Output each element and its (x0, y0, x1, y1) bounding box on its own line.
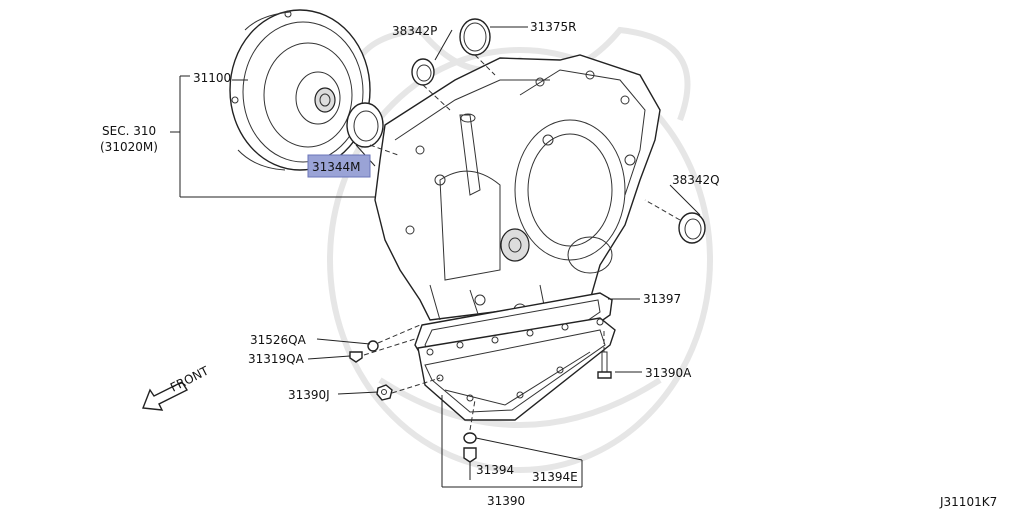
label-31390a: 31390A (645, 366, 692, 380)
transaxle-case (374, 54, 661, 321)
label-31394e: 31394E (532, 470, 578, 484)
o-ring-31375r (459, 18, 491, 56)
leader-lines (170, 26, 701, 488)
label-38342q: 38342Q (672, 173, 720, 187)
front-arrow-icon (142, 381, 189, 411)
torque-converter (229, 9, 371, 171)
drain-washer-31394e (463, 432, 477, 444)
label-31375r: 31375R (530, 20, 577, 34)
plug-38342p (411, 58, 435, 86)
oil-pan (417, 317, 616, 421)
label-31319qa: 31319QA (248, 352, 305, 366)
label-38342p: 38342P (392, 24, 437, 38)
drain-plug-31394 (463, 447, 477, 463)
label-sec-310: SEC. 310 (102, 124, 156, 138)
installation-lines (363, 54, 681, 431)
washer-31526qa (367, 340, 379, 352)
label-31100: 31100 (193, 71, 231, 85)
label-31390j: 31390J (288, 388, 330, 402)
label-31394: 31394 (476, 463, 514, 477)
label-31390: 31390 (487, 494, 525, 508)
figure-code: J31101K7 (939, 495, 997, 509)
label-31526qa: 31526QA (250, 333, 307, 347)
label-31344m[interactable]: 31344M (312, 160, 361, 174)
oil-seal-31344m (346, 102, 384, 148)
bolt-31390a (597, 351, 612, 379)
label-31397: 31397 (643, 292, 681, 306)
plug-38342q (678, 212, 706, 244)
label-front: FRONT (168, 363, 211, 394)
nut-31390j (376, 384, 393, 401)
plug-31319qa (349, 351, 363, 363)
highlight-box (307, 154, 371, 178)
label-sec-310-sub: (31020M) (100, 140, 158, 154)
